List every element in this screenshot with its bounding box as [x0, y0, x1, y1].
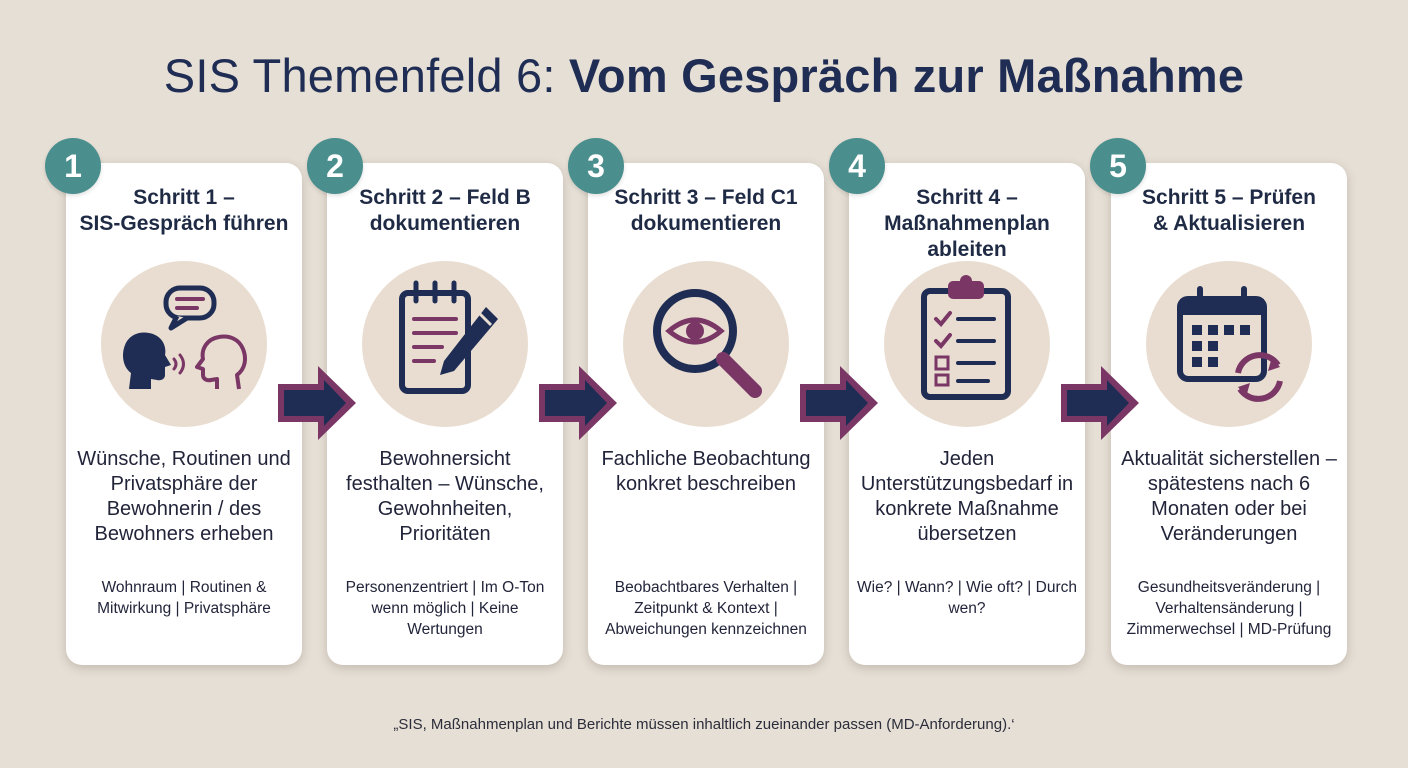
- step-badge-1: 1: [45, 138, 101, 194]
- step-description: Fachliche Beobachtung konkret beschreibe…: [601, 448, 811, 495]
- step-title: Schritt 2 – Feld B dokumentieren: [333, 185, 557, 237]
- step-description: Bewohnersicht festhalten – Wünsche, Gewo…: [346, 448, 544, 545]
- step-badge-2: 2: [307, 138, 363, 194]
- step-card-2: Schritt 2 – Feld B dokumentieren Bewohne…: [327, 163, 563, 665]
- arrow-right-icon: [1061, 366, 1139, 440]
- footer-quote: „SIS, Maßnahmenplan und Berichte müssen …: [393, 716, 1015, 733]
- step-badge-5: 5: [1090, 138, 1146, 194]
- arrow-right-icon: [278, 366, 356, 440]
- title-main: Vom Gespräch zur Maßnahme: [568, 49, 1245, 102]
- notepad-pen-icon: [362, 261, 528, 427]
- step-tags: Beobachtbares Verhalten | Zeitpunkt & Ko…: [605, 579, 807, 638]
- step-title: Schritt 1 – SIS-Gespräch führen: [72, 185, 296, 237]
- step-title-line: ableiten: [927, 238, 1007, 261]
- arrow-right-icon: [539, 366, 617, 440]
- calendar-refresh-icon: [1146, 261, 1312, 427]
- step-title-line: dokumentieren: [630, 212, 782, 235]
- step-tags: Wie? | Wann? | Wie oft? | Durch wen?: [857, 579, 1077, 617]
- title-prefix: SIS Themenfeld 6:: [163, 49, 556, 102]
- step-description: Aktualität sicherstellen – spätestens na…: [1121, 448, 1337, 545]
- step-title-line: Schritt 3 – Feld C1: [614, 186, 798, 209]
- step-title-line: Schritt 4 –: [916, 186, 1018, 209]
- magnifier-eye-icon: [623, 261, 789, 427]
- step-title: Schritt 3 – Feld C1 dokumentieren: [594, 185, 818, 237]
- step-card-5: Schritt 5 – Prüfen & Aktualisieren Aktua…: [1111, 163, 1347, 665]
- step-card-3: Schritt 3 – Feld C1 dokumentieren Fachli…: [588, 163, 824, 665]
- step-tags: Wohnraum | Routinen & Mitwirkung | Priva…: [97, 579, 271, 617]
- step-title: Schritt 4 – Maßnahmenplan ableiten: [855, 185, 1079, 263]
- page-title: SIS Themenfeld 6: Vom Gespräch zur Maßna…: [0, 48, 1408, 104]
- step-badge-4: 4: [829, 138, 885, 194]
- step-card-1: Schritt 1 – SIS-Gespräch führen Wünsche,…: [66, 163, 302, 665]
- step-title-line: dokumentieren: [369, 212, 521, 235]
- clipboard-checklist-icon: [884, 261, 1050, 427]
- step-tags: Gesundheitsveränderung | Verhaltensänder…: [1126, 579, 1332, 638]
- step-card-4: Schritt 4 – Maßnahmenplan ableiten Jeden…: [849, 163, 1085, 665]
- step-title-line: SIS-Gespräch führen: [79, 212, 289, 235]
- conversation-icon: [101, 261, 267, 427]
- step-title-line: & Aktualisieren: [1152, 212, 1306, 235]
- step-tags: Personenzentriert | Im O-Ton wenn möglic…: [345, 579, 545, 638]
- step-badge-3: 3: [568, 138, 624, 194]
- step-title-line: Schritt 5 – Prüfen: [1142, 186, 1316, 209]
- step-description: Jeden Unterstützungsbedarf in konkrete M…: [860, 448, 1074, 545]
- step-title-line: Schritt 2 – Feld B: [359, 186, 531, 209]
- arrow-right-icon: [800, 366, 878, 440]
- step-description: Wünsche, Routinen und Privatsphäre der B…: [77, 448, 291, 545]
- step-title-line: Maßnahmenplan: [884, 212, 1050, 235]
- step-title-line: Schritt 1 –: [133, 186, 235, 209]
- step-title: Schritt 5 – Prüfen & Aktualisieren: [1117, 185, 1341, 237]
